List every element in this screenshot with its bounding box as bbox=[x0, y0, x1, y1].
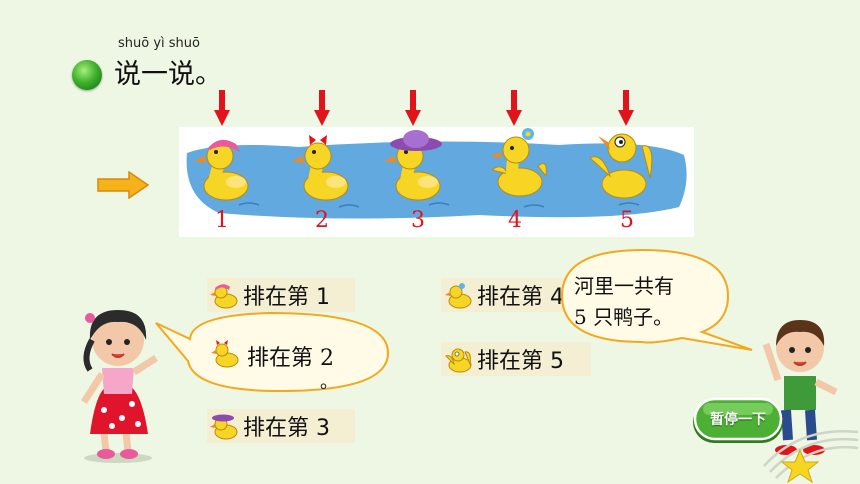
down-arrow-icon bbox=[618, 90, 634, 126]
duck-number-4: 4 bbox=[508, 208, 522, 233]
down-arrow-icon bbox=[214, 90, 230, 126]
duck-3-mini-icon bbox=[210, 414, 238, 440]
girl-speech-bubble bbox=[155, 311, 390, 393]
decorative-swoosh bbox=[763, 430, 859, 484]
title-pinyin: shuō yì shuō bbox=[118, 36, 200, 51]
duck-2-bow bbox=[292, 135, 349, 201]
duck-1-pink-hat bbox=[194, 139, 249, 201]
page-title: 说一说。 bbox=[114, 59, 222, 90]
duck-5-mini-icon bbox=[445, 348, 472, 373]
rank-label-5: 排在第 5 bbox=[477, 349, 564, 374]
pause-button-label: 暂停一下 bbox=[710, 412, 766, 428]
girl-character bbox=[81, 310, 158, 463]
rank-label-4: 排在第 4 bbox=[477, 285, 564, 310]
rank-label-3: 排在第 3 bbox=[243, 416, 330, 441]
boy-bubble-line2: 5 只鸭子。 bbox=[574, 305, 674, 329]
girl-bubble-line1: 排在第 2 bbox=[247, 346, 334, 371]
down-arrow-icon bbox=[405, 90, 421, 126]
pause-button-shape bbox=[693, 397, 783, 443]
duck-number-3: 3 bbox=[411, 208, 425, 233]
section-bullet-icon bbox=[72, 60, 102, 90]
duck-number-1: 1 bbox=[215, 208, 229, 233]
right-arrow-icon bbox=[97, 171, 149, 199]
duck-number-5: 5 bbox=[620, 208, 634, 233]
rank-row-5: 排在第 5 bbox=[441, 342, 591, 376]
girl-bubble-line2: 。 bbox=[320, 372, 338, 393]
duck-4-mini-icon bbox=[445, 283, 472, 309]
rank-row-3: 排在第 3 bbox=[207, 409, 355, 443]
rank-row-1: 排在第 1 bbox=[207, 278, 355, 312]
duck-5-flapping bbox=[589, 133, 653, 199]
down-arrow-icon bbox=[314, 90, 330, 126]
duck-3-purple-hat bbox=[384, 130, 442, 201]
duck-2-mini-icon bbox=[211, 340, 239, 368]
duck-number-2: 2 bbox=[315, 208, 329, 233]
boy-character bbox=[762, 320, 838, 455]
boy-speech-bubble bbox=[560, 248, 753, 351]
down-arrow-icon bbox=[506, 90, 522, 126]
rank-label-1: 排在第 1 bbox=[243, 285, 330, 310]
duck-4-flower bbox=[490, 128, 547, 197]
boy-bubble-line1: 河里一共有 bbox=[574, 274, 674, 298]
duck-1-mini-icon bbox=[210, 284, 238, 309]
pause-button[interactable]: 暂停一下 bbox=[691, 397, 785, 447]
